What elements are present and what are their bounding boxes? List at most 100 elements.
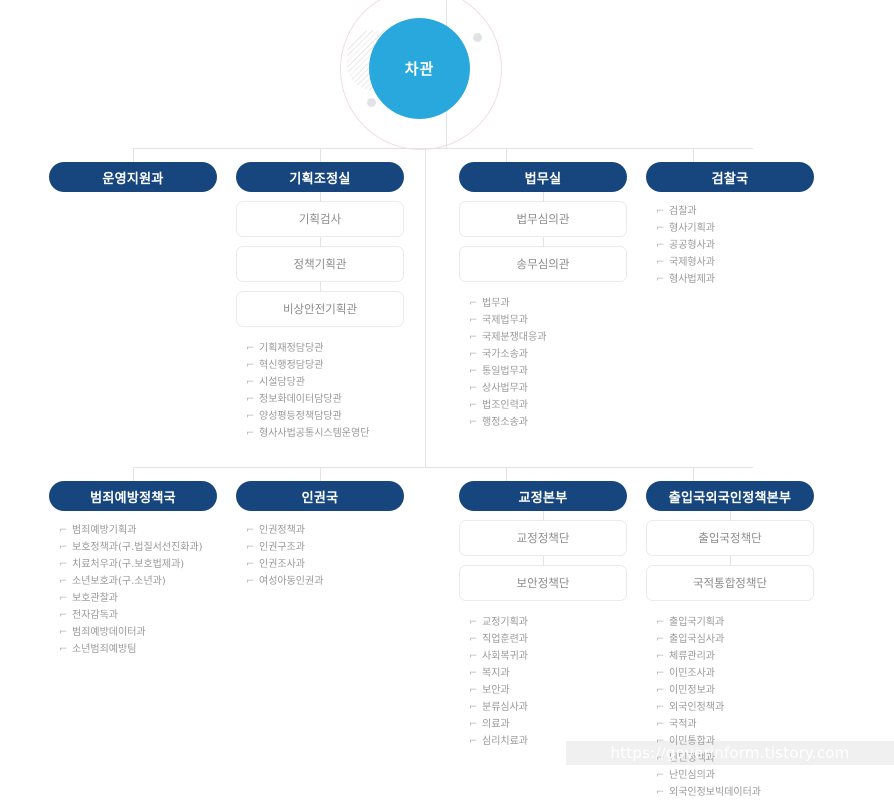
root-node-circle[interactable]: 차관 [369, 18, 470, 119]
division-item[interactable]: ⌐ 여성아동인권과 [246, 573, 423, 590]
division-item[interactable]: ⌐정보화데이터담당관 [246, 391, 423, 408]
sub-unit-box-국적통합정책단[interactable]: 국적통합정책단 [646, 556, 814, 601]
division-item[interactable]: ⌐출입국기획과 [656, 614, 833, 631]
sub-unit-box-보안정책단[interactable]: 보안정책단 [459, 556, 627, 601]
sub-unit-box-송무심의관[interactable]: 송무심의관 [459, 237, 627, 282]
division-item[interactable]: ⌐시설담당관 [246, 374, 423, 391]
dept-header-label: 범죄예방정책국 [90, 490, 176, 506]
division-item[interactable]: ⌐기획재정담당관 [246, 340, 423, 357]
dept-header-기획조정실[interactable]: 기획조정실 [236, 162, 404, 192]
division-item[interactable]: ⌐검찰과 [656, 203, 833, 220]
division-item[interactable]: ⌐통일법무과 [469, 363, 646, 380]
bullet-arrow-icon: ⌐ [469, 349, 478, 360]
division-item[interactable]: ⌐출입국심사과 [656, 631, 833, 648]
division-item[interactable]: ⌐형사사법공통시스템운영단 [246, 425, 423, 442]
division-item[interactable]: ⌐혁신행정담당관 [246, 357, 423, 374]
bullet-arrow-icon: ⌐ [59, 644, 68, 655]
division-item[interactable]: ⌐치료처우과(구.보호법제과) [59, 556, 236, 573]
division-item[interactable]: ⌐ 소년범죄예방팀 [59, 641, 236, 658]
division-item-label: 전자감독과 [72, 610, 118, 621]
division-item-label: 양성평등정책담당관 [259, 411, 342, 422]
division-item-label: 교정기획과 [482, 617, 528, 628]
dept-header-검찰국[interactable]: 검찰국 [646, 162, 814, 192]
division-list-교정본부: ⌐교정기획과⌐직업훈련과⌐사회복귀과⌐복지과⌐보안과⌐분류심사과⌐의료과⌐심리치… [459, 614, 646, 750]
division-item[interactable]: ⌐소년보호과(구.소년과) [59, 573, 236, 590]
division-item[interactable]: ⌐국가소송과 [469, 346, 646, 363]
division-item[interactable]: ⌐분류심사과 [469, 699, 646, 716]
division-item[interactable]: ⌐보호관찰과 [59, 590, 236, 607]
division-item[interactable]: ⌐이민통합과 [656, 733, 833, 750]
dept-header-범죄예방정책국[interactable]: 범죄예방정책국 [49, 481, 217, 511]
division-item-label: 상사법무과 [482, 383, 528, 394]
org-row-2: 범죄예방정책국⌐범죄예방기획과⌐보호정책과(구.법질서선진화과)⌐치료처우과(구… [0, 481, 894, 801]
division-item-label: 혁신행정담당관 [259, 360, 324, 371]
division-item[interactable]: ⌐인권조사과 [246, 556, 423, 573]
division-item[interactable]: ⌐사회복귀과 [469, 648, 646, 665]
division-item[interactable]: ⌐국제법무과 [469, 312, 646, 329]
division-item[interactable]: ⌐의료과 [469, 716, 646, 733]
sub-unit-box-법무심의관[interactable]: 법무심의관 [459, 192, 627, 237]
division-item[interactable]: ⌐형사기획과 [656, 220, 833, 237]
bullet-arrow-icon: ⌐ [469, 719, 478, 730]
dept-header-출입국외국인정책본부[interactable]: 출입국외국인정책본부 [646, 481, 814, 511]
division-item[interactable]: ⌐행정소송과 [469, 414, 646, 431]
division-item[interactable]: ⌐이민정보과 [656, 682, 833, 699]
division-item-label: 치료처우과(구.보호법제과) [72, 559, 185, 570]
division-item-label: 공공형사과 [669, 240, 715, 251]
division-item-label: 법조인력과 [482, 400, 528, 411]
division-item[interactable]: ⌐ 양성평등정책담당관 [246, 408, 423, 425]
division-item[interactable]: ⌐외국인정보빅데이터과 [656, 784, 833, 801]
sub-unit-box-기획검사[interactable]: 기획검사 [236, 192, 404, 237]
sub-unit-box-교정정책단[interactable]: 교정정책단 [459, 511, 627, 556]
sub-unit-label: 기획검사 [298, 212, 342, 226]
division-item-label: 이민정보과 [669, 685, 715, 696]
division-item[interactable]: ⌐범죄예방데이터과 [59, 624, 236, 641]
sub-unit-box-정책기획관[interactable]: 정책기획관 [236, 237, 404, 282]
division-item[interactable]: ⌐교정기획과 [469, 614, 646, 631]
division-item[interactable]: ⌐이민조사과 [656, 665, 833, 682]
bullet-arrow-icon: ⌐ [59, 525, 68, 536]
division-item[interactable]: ⌐전자감독과 [59, 607, 236, 624]
bullet-arrow-icon: ⌐ [656, 257, 665, 268]
sub-unit-box-비상안전기획관[interactable]: 비상안전기획관 [236, 282, 404, 327]
division-item[interactable]: ⌐공공형사과 [656, 237, 833, 254]
division-item[interactable]: ⌐복지과 [469, 665, 646, 682]
dept-header-label: 검찰국 [711, 171, 749, 187]
division-item[interactable]: ⌐난민심의과 [656, 767, 833, 784]
division-item[interactable]: ⌐심리치료과 [469, 733, 646, 750]
bullet-arrow-icon: ⌐ [246, 411, 255, 422]
division-item[interactable]: ⌐국적과 [656, 716, 833, 733]
division-item[interactable]: ⌐법무과 [469, 295, 646, 312]
division-item[interactable]: ⌐법조인력과 [469, 397, 646, 414]
division-item[interactable]: ⌐체류관리과 [656, 648, 833, 665]
connector-drop-col1-row2 [133, 467, 134, 481]
bullet-arrow-icon: ⌐ [656, 770, 665, 781]
division-item[interactable]: ⌐국제분쟁대응과 [469, 329, 646, 346]
division-item[interactable]: ⌐인권구조과 [246, 539, 423, 556]
division-item[interactable]: ⌐범죄예방기획과 [59, 522, 236, 539]
root-decorative-ring [340, 0, 502, 150]
bullet-arrow-icon: ⌐ [469, 651, 478, 662]
connector-drop-col2-row1 [320, 148, 321, 162]
division-item[interactable]: ⌐보호정책과(구.법질서선진화과) [59, 539, 236, 556]
dept-header-인권국[interactable]: 인권국 [236, 481, 404, 511]
division-item[interactable]: ⌐인권정책과 [246, 522, 423, 539]
division-item[interactable]: ⌐외국인정책과 [656, 699, 833, 716]
division-item[interactable]: ⌐상사법무과 [469, 380, 646, 397]
dept-header-label: 기획조정실 [289, 171, 351, 187]
dept-header-교정본부[interactable]: 교정본부 [459, 481, 627, 511]
dept-header-운영지원과[interactable]: 운영지원과 [49, 162, 217, 192]
bullet-arrow-icon: ⌐ [246, 576, 255, 587]
division-item-label: 국제법무과 [482, 315, 528, 326]
division-item[interactable]: ⌐난민정책과 [656, 750, 833, 767]
division-item-label: 소년범죄예방팀 [72, 644, 137, 655]
division-item-label: 여성아동인권과 [259, 576, 324, 587]
division-item[interactable]: ⌐형사법제과 [656, 271, 833, 288]
sub-unit-box-출입국정책단[interactable]: 출입국정책단 [646, 511, 814, 556]
division-item[interactable]: ⌐보안과 [469, 682, 646, 699]
division-item[interactable]: ⌐직업훈련과 [469, 631, 646, 648]
dept-header-법무실[interactable]: 법무실 [459, 162, 627, 192]
org-column-운영지원과: 운영지원과 [49, 162, 236, 442]
division-item[interactable]: ⌐국제형사과 [656, 254, 833, 271]
